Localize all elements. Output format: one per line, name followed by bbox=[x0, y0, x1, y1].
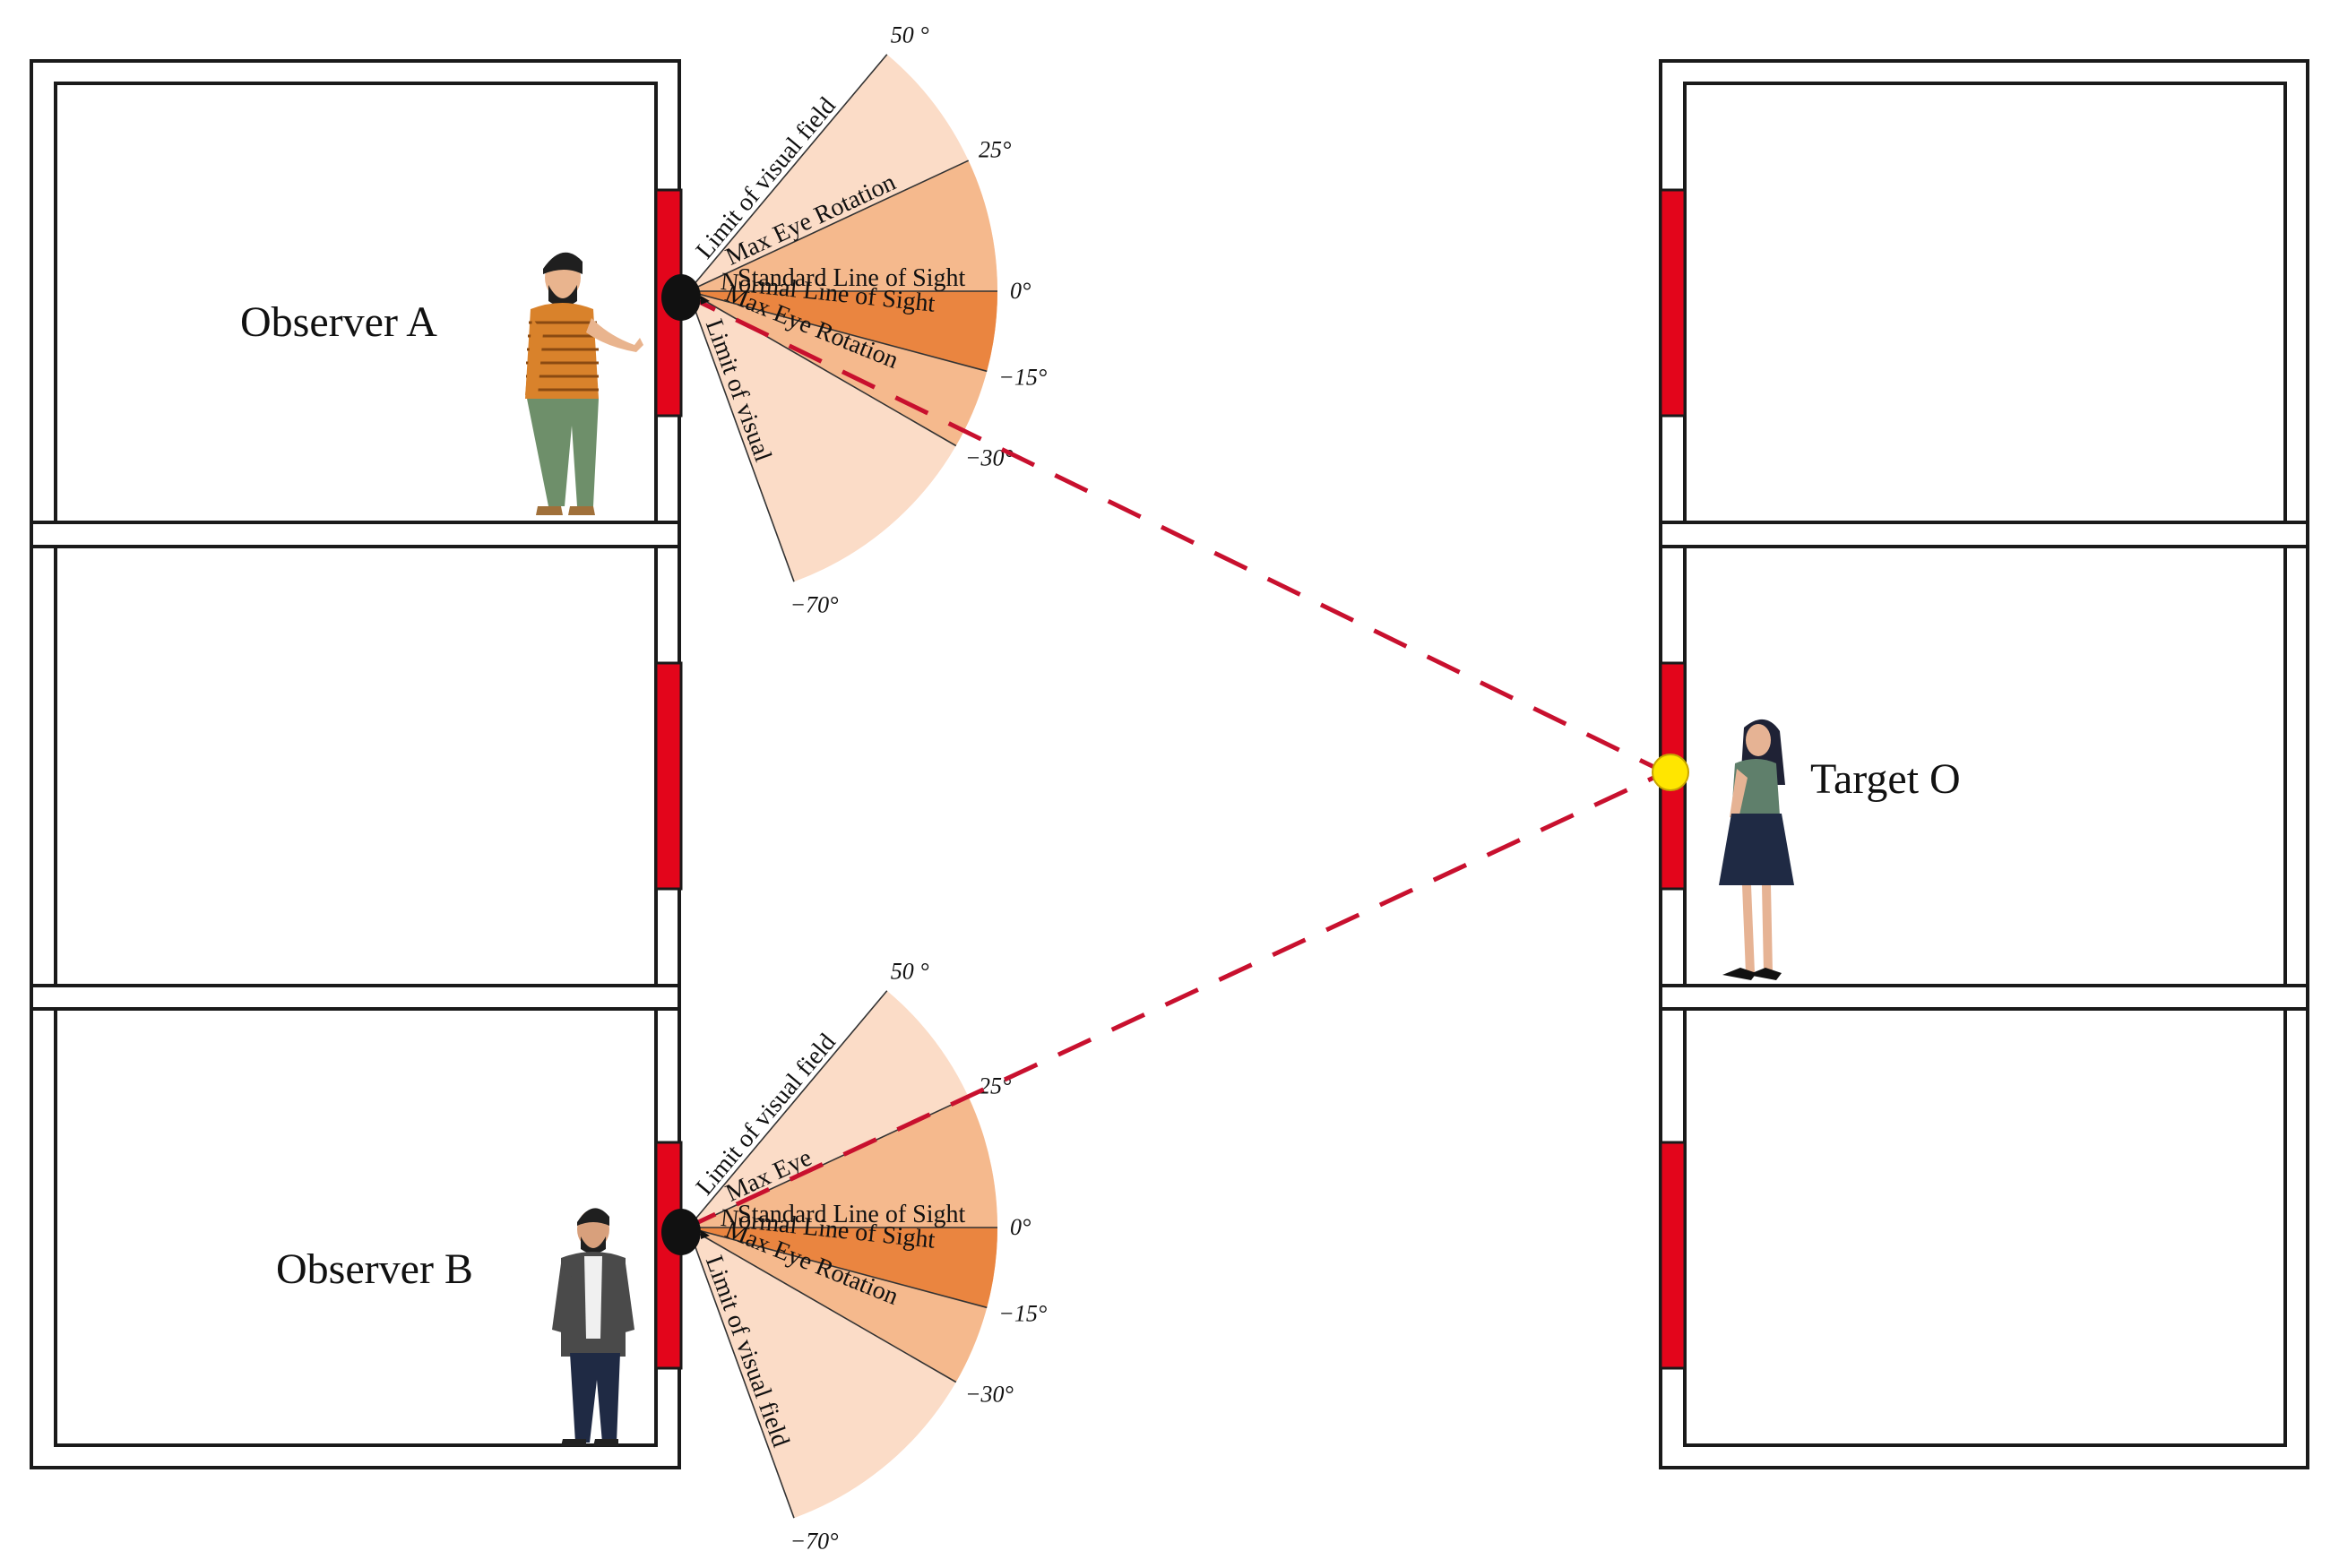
observer-a-figure bbox=[525, 252, 643, 515]
observer-b-label: Observer B bbox=[276, 1245, 473, 1293]
angle-minus-15: −15° bbox=[998, 1301, 1047, 1327]
observer-b-head-icon bbox=[661, 1209, 710, 1255]
window-floor-1 bbox=[654, 1141, 683, 1370]
ray-minus-15 bbox=[687, 1227, 988, 1309]
ray-minus-30 bbox=[687, 1227, 957, 1383]
observer-a-head-icon bbox=[661, 274, 710, 321]
target-point bbox=[1652, 754, 1689, 791]
angle-0: 0° bbox=[1010, 1214, 1031, 1240]
angle-25: 25° bbox=[979, 136, 1011, 162]
angle-0: 0° bbox=[1010, 278, 1031, 304]
observer-b-figure bbox=[552, 1208, 634, 1446]
ray-minus-70 bbox=[687, 1227, 795, 1519]
target-figure bbox=[1719, 719, 1794, 980]
window-floor-3-right bbox=[1659, 188, 1687, 418]
window-floor-1-right bbox=[1659, 1141, 1687, 1370]
angle-minus-70: −70° bbox=[790, 592, 839, 618]
angle-minus-30: −30° bbox=[965, 1382, 1014, 1408]
left-windows bbox=[654, 188, 683, 1370]
ray-minus-15 bbox=[687, 290, 988, 373]
angle-50: 50 ° bbox=[891, 958, 929, 984]
ray-minus-70 bbox=[687, 290, 795, 582]
label-standard-line: Standard Line of Sight bbox=[738, 1201, 966, 1228]
angle-minus-70: −70° bbox=[790, 1529, 839, 1555]
label-standard-line: Standard Line of Sight bbox=[738, 264, 966, 292]
angle-minus-15: −15° bbox=[998, 365, 1047, 391]
sight-line-a bbox=[681, 291, 1667, 775]
ray-50 bbox=[687, 54, 888, 292]
target-label: Target O bbox=[1810, 755, 1961, 803]
angle-50: 50 ° bbox=[891, 22, 929, 47]
observer-a-label: Observer A bbox=[240, 298, 437, 346]
window-floor-2 bbox=[654, 661, 683, 891]
angle-minus-30: −30° bbox=[965, 445, 1014, 471]
sight-lines bbox=[681, 291, 1667, 1232]
sight-line-b bbox=[681, 770, 1667, 1232]
ray-25 bbox=[687, 159, 970, 292]
ray-minus-30 bbox=[687, 290, 957, 447]
ray-50 bbox=[687, 990, 888, 1228]
